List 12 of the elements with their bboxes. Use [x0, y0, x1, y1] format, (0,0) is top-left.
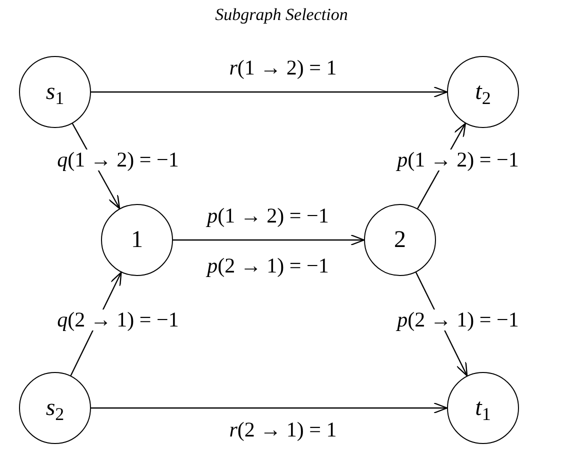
edge-label: p(1 → 2) = −1	[206, 206, 330, 226]
edge-label: q(2 → 1) = −1	[56, 310, 180, 330]
flow-label: p(2 → 1) = −1	[206, 256, 330, 276]
edge-label: q(1 → 2) = −1	[56, 150, 180, 170]
arrow	[173, 234, 365, 246]
edge-label: p(1 → 2) = −1	[396, 150, 520, 170]
arrow	[91, 402, 448, 414]
diagram-title: Subgraph Selection	[215, 4, 348, 26]
arrow	[91, 86, 448, 98]
edge-label: r(2 → 1) = 1	[228, 420, 338, 440]
edge-label: r(1 → 2) = 1	[228, 58, 338, 78]
edge-label: p(2 → 1) = −1	[396, 310, 520, 330]
